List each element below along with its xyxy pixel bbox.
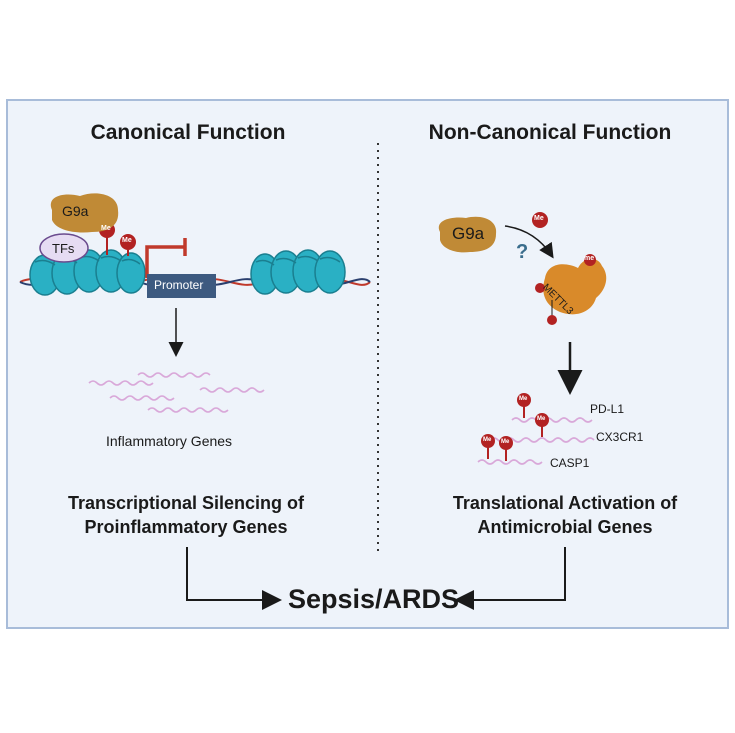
sepsis-ards-label: Sepsis/ARDS [288,584,460,614]
gene-pd-l1: PD-L1 [590,402,625,416]
nucleosome-cluster-right [250,249,346,295]
chromatin-left [19,193,371,298]
tfs-ellipse [39,233,89,263]
inflammatory-rna-squiggles [88,372,265,413]
me-label-rna-3: Me [483,437,492,443]
arrow-right-to-result [454,547,566,610]
g9a-enzyme-left [50,193,119,233]
right-outcome-line1: Translational Activation of [452,493,678,513]
me-label-left-2: Me [122,237,132,244]
promoter-box [147,274,216,298]
me-label-transfer: Me [534,215,544,222]
g9a-to-mettl3-arrow [504,225,554,259]
me-label-rna-4: Me [501,439,510,445]
question-mark: ? [516,241,529,263]
g9a-label-left: G9a [62,203,89,219]
gene-casp1: CASP1 [550,456,590,470]
me-label-rna-2: Me [537,416,546,422]
g9a-enzyme-right [438,216,497,253]
mettl3-me-3 [547,315,557,325]
mettl3-enzyme [543,258,607,315]
arrow-left-to-result [186,547,282,610]
mettl3-me-2 [535,283,545,293]
promoter-label: Promoter [154,278,204,292]
left-outcome-line1: Transcriptional Silencing of [67,493,305,513]
rna-methyl-marks [481,393,549,461]
me-small-label: me [584,255,595,262]
mettl3-me-1 [584,254,596,266]
repressor-symbol [145,245,184,278]
me-label-rna-1: Me [519,396,528,402]
me-label-left-1: Me [101,225,111,232]
nucleosome-cluster-left [29,249,146,296]
gene-cx3cr1: CX3CR1 [596,430,644,444]
methyl-mark-transfer [532,212,548,228]
canonical-title: Canonical Function [90,121,286,144]
g9a-label-right: G9a [452,224,485,243]
tfs-label: TFs [52,241,75,256]
inflammatory-genes-label: Inflammatory Genes [106,433,233,449]
panel-background [6,99,729,629]
right-outcome-line2: Antimicrobial Genes [477,517,653,537]
left-outcome-line2: Proinflammatory Genes [84,517,288,537]
noncanonical-title: Non-Canonical Function [428,121,672,144]
